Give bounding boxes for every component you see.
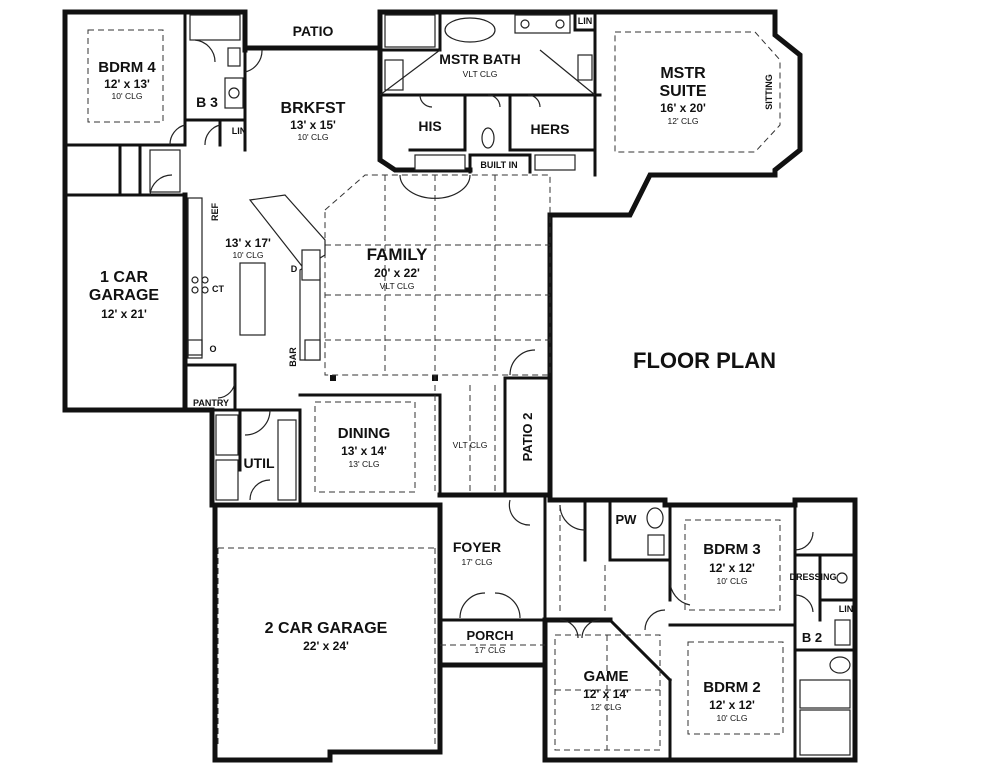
room-name-garage1: 1 CAR	[100, 269, 148, 286]
room-labels: FLOOR PLAN BDRM 4 12' x 13' 10' CLG B 3 …	[89, 23, 837, 723]
room-dims-bdrm3: 12' x 12'	[709, 561, 755, 575]
room-name-built-in: BUILT IN	[480, 160, 517, 170]
plan-title: FLOOR PLAN	[633, 348, 776, 373]
room-name-porch: PORCH	[467, 628, 514, 643]
room-clg-mstr-suite: 12' CLG	[668, 116, 699, 126]
room-name-bdrm3: BDRM 3	[703, 541, 761, 558]
room-dims-garage1: 12' x 21'	[101, 307, 147, 321]
room-clg-bdrm3: 10' CLG	[717, 576, 748, 586]
room-dims-game: 12' x 14'	[583, 687, 629, 701]
label-bar: BAR	[288, 347, 298, 367]
label-ref: REF	[210, 202, 220, 221]
room-clg-family: VLT CLG	[380, 281, 415, 291]
room-name-util: UTIL	[243, 455, 275, 471]
room-clg-mstr-bath: VLT CLG	[463, 69, 498, 79]
room-dims-bdrm4: 12' x 13'	[104, 77, 150, 91]
room-name-bdrm4: BDRM 4	[98, 59, 156, 76]
room-name-hers: HERS	[531, 121, 570, 137]
label-lin-b2: LIN	[839, 604, 854, 614]
ceiling-lines	[87, 29, 784, 751]
room-name-pw: PW	[616, 512, 638, 527]
room-name-his: HIS	[418, 118, 441, 134]
room-name-mstr-suite: MSTR	[660, 65, 706, 82]
room-clg-brkfst: 10' CLG	[298, 132, 329, 142]
label-d: D	[291, 264, 298, 274]
room-dims-kitchen: 13' x 17'	[225, 236, 271, 250]
room-name-foyer: FOYER	[453, 539, 501, 555]
room-name-mstr-suite-2: SUITE	[659, 83, 706, 100]
room-name-family: FAMILY	[367, 245, 428, 264]
room-name-dressing: DRESSING	[789, 572, 836, 582]
room-name-mstr-bath: MSTR BATH	[439, 51, 520, 67]
fixtures	[149, 14, 851, 756]
room-name-b3: B 3	[196, 94, 218, 110]
room-dims-bdrm2: 12' x 12'	[709, 698, 755, 712]
room-name-garage2: 2 CAR GARAGE	[265, 620, 388, 637]
room-name-game: GAME	[584, 668, 629, 685]
small-labels: LIN LIN LIN REF CT O D BAR	[209, 16, 853, 614]
room-name-bdrm2: BDRM 2	[703, 679, 761, 696]
room-clg-gallery: VLT CLG	[453, 440, 488, 450]
room-name-pantry: PANTRY	[193, 398, 229, 408]
room-dims-dining: 13' x 14'	[341, 444, 387, 458]
room-dims-brkfst: 13' x 15'	[290, 118, 336, 132]
room-clg-bdrm2: 10' CLG	[717, 713, 748, 723]
room-name-brkfst: BRKFST	[281, 100, 346, 117]
doors	[149, 39, 814, 639]
room-clg-kitchen: 10' CLG	[233, 250, 264, 260]
room-clg-foyer: 17' CLG	[462, 557, 493, 567]
room-name-patio: PATIO	[293, 23, 334, 39]
exterior-walls	[62, 9, 858, 763]
room-clg-dining: 13' CLG	[349, 459, 380, 469]
room-name-sitting: SITTING	[764, 74, 774, 110]
room-name-patio2: PATIO 2	[520, 413, 535, 462]
label-lin-mstr: LIN	[578, 16, 593, 26]
room-name-garage1-2: GARAGE	[89, 287, 160, 304]
room-name-b2: B 2	[802, 630, 822, 645]
label-o: O	[209, 344, 216, 354]
room-dims-garage2: 22' x 24'	[303, 639, 349, 653]
label-ct: CT	[212, 284, 224, 294]
room-clg-bdrm4: 10' CLG	[112, 91, 143, 101]
room-clg-game: 12' CLG	[591, 702, 622, 712]
room-name-dining: DINING	[338, 425, 391, 442]
room-dims-mstr-suite: 16' x 20'	[660, 101, 706, 115]
room-dims-family: 20' x 22'	[374, 266, 420, 280]
label-lin-b3: LIN	[232, 126, 247, 136]
room-clg-porch: 17' CLG	[475, 645, 506, 655]
